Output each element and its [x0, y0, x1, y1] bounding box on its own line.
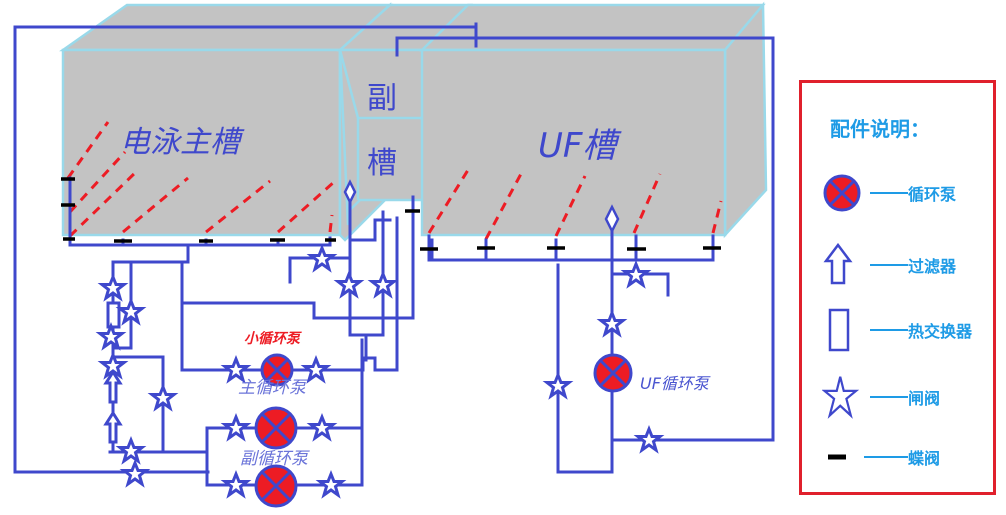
gate-valve [122, 461, 148, 486]
legend-item-gate-valve: 闸阀 [818, 375, 993, 419]
aux-tank-label-top: 副 [367, 81, 397, 116]
filter-1 [103, 369, 123, 404]
gate-valve-icon [822, 376, 860, 419]
spray-nozzles-uf [427, 169, 723, 240]
gate-valve [223, 472, 249, 497]
legend-panel: 配件说明： 循环泵 过滤器 热交换器 闸阀 蝶阀 [799, 80, 996, 495]
aux-tank-label-bottom: 槽 [367, 146, 397, 181]
small-circulation-pump [260, 353, 294, 387]
legend-dash [870, 264, 908, 266]
spray-nozzles-main [66, 121, 335, 238]
legend-dash [870, 329, 908, 331]
uf-tank-front [420, 48, 727, 237]
main-circulation-pump [254, 406, 298, 450]
main-tank [59, 2, 394, 242]
legend-item-filter: 过滤器 [818, 243, 993, 287]
pipe-network [13, 22, 775, 487]
butterfly-valve-icon [828, 454, 846, 460]
main-tank-front [61, 48, 342, 237]
gate-valve [318, 472, 344, 497]
gate-valve [309, 415, 335, 440]
legend-label: 蝶阀 [908, 449, 941, 468]
gate-valve [223, 415, 249, 440]
return-nozzle-uf [604, 204, 620, 234]
legend-item-heat-exchanger: 热交换器 [818, 308, 993, 352]
legend-item-butterfly-valve: 蝶阀 [818, 435, 993, 479]
legend-dash [870, 396, 908, 398]
legend-label: 闸阀 [908, 389, 941, 408]
gate-valve [623, 262, 649, 287]
gate-valve [636, 427, 662, 452]
legend-dash [864, 456, 908, 458]
gate-valve [303, 357, 329, 382]
uf-tank-label: UF槽 [538, 126, 622, 166]
gate-valve [309, 246, 335, 271]
aux-pump-label: 副循环泵 [240, 449, 310, 469]
gate-valve [98, 324, 124, 349]
legend-dash [870, 192, 908, 194]
gate-valve [223, 357, 249, 382]
return-nozzle-aux [343, 179, 357, 232]
heat-exchanger-icon [828, 308, 850, 352]
uf-tank [418, 1, 768, 239]
small-pump-label: 小循环泵 [244, 330, 302, 347]
legend-title: 配件说明： [830, 117, 930, 141]
legend-label: 循环泵 [908, 185, 957, 204]
gate-valve [118, 438, 144, 463]
filter-2 [103, 410, 123, 444]
legend-label: 热交换器 [908, 322, 973, 341]
butterfly-valves [61, 177, 721, 251]
main-pump-label: 主循环泵 [238, 378, 308, 398]
aux-circulation-pump [254, 464, 298, 508]
legend-item-pump: 循环泵 [818, 171, 993, 215]
heat-exchanger [106, 301, 121, 329]
filter-icon [823, 243, 853, 285]
circulation-pump-icon [823, 174, 861, 212]
uf-pump-label: UF循环泵 [640, 374, 711, 393]
main-tank-label: 电泳主槽 [120, 125, 245, 160]
legend-label: 过滤器 [908, 257, 957, 276]
uf-circulation-pump [593, 353, 633, 393]
